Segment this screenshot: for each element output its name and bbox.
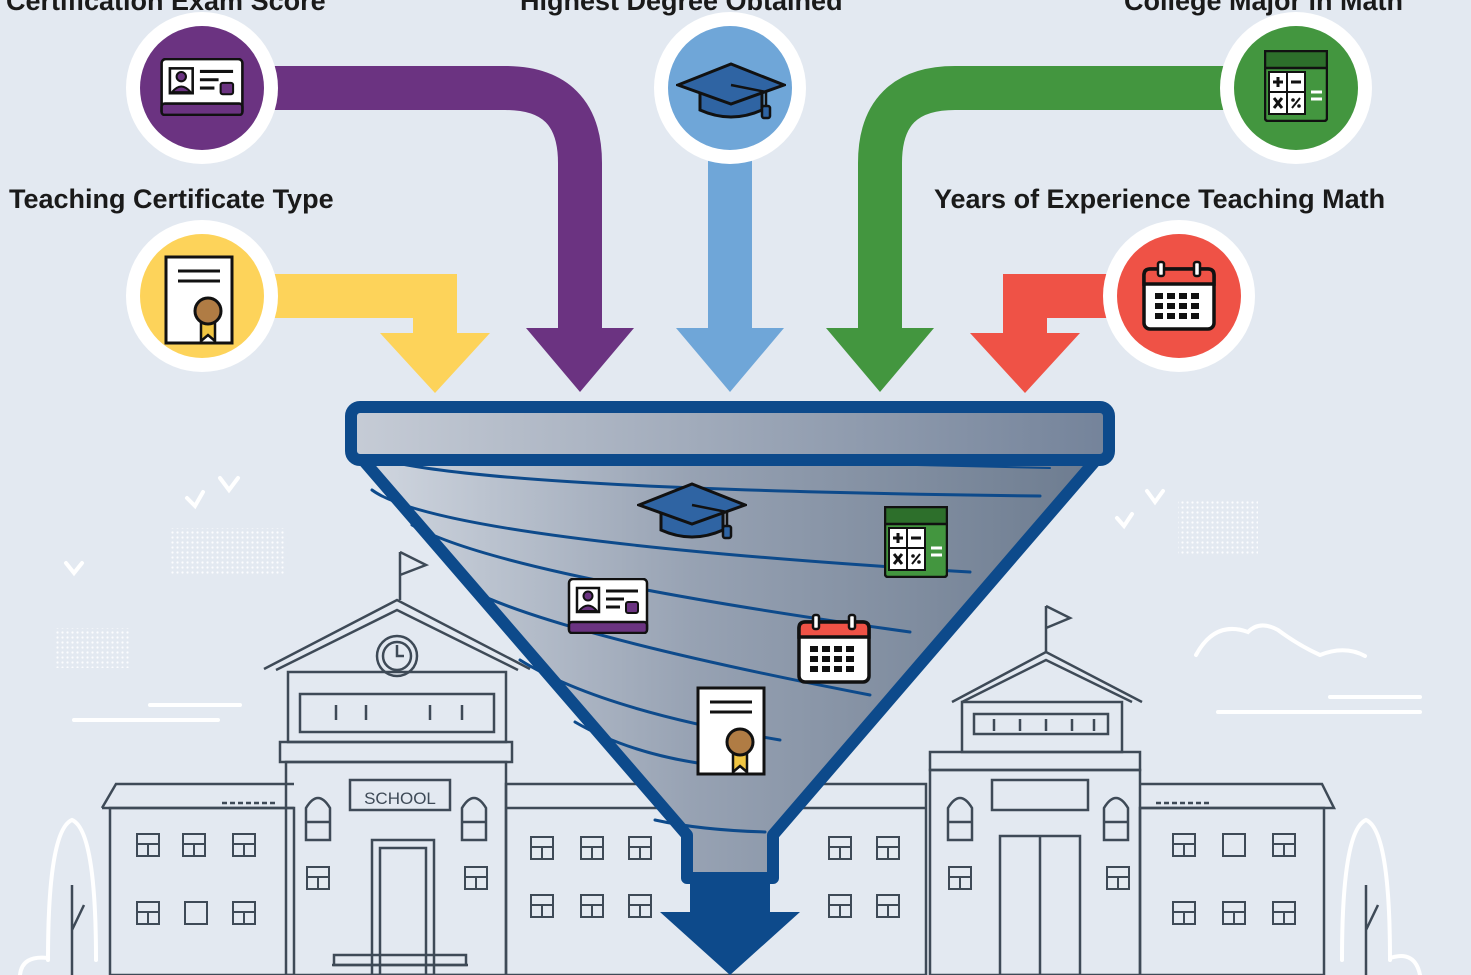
- calendar-icon: [797, 613, 871, 684]
- label-certification-exam-score: Certification Exam Score: [6, 0, 326, 16]
- id-card-icon: [567, 578, 649, 634]
- calculator-icon: [884, 506, 948, 578]
- light-blue-arrow: [676, 150, 784, 392]
- background-decorations: [18, 476, 1422, 975]
- label-years-of-experience: Years of Experience Teaching Math: [934, 184, 1386, 214]
- yellow-arrow: [250, 274, 490, 393]
- calculator-icon: [1264, 50, 1328, 122]
- label-teaching-certificate-type: Teaching Certificate Type: [9, 184, 334, 214]
- label-college-major: College Major in Math: [1124, 0, 1404, 16]
- school-sign: SCHOOL: [364, 789, 436, 808]
- calculator-badge: [1220, 12, 1372, 164]
- school-sign-box: [348, 778, 452, 812]
- certificate-icon: [696, 686, 766, 776]
- calendar-icon: [1142, 260, 1216, 331]
- id-card-icon: [160, 58, 244, 116]
- school-building: [100, 550, 1337, 975]
- graduation-cap-badge: [654, 12, 806, 164]
- green-arrow: [826, 66, 1240, 392]
- purple-arrow: [250, 66, 634, 392]
- certificate-badge: [126, 220, 278, 372]
- calendar-badge: [1103, 220, 1255, 372]
- id-card-badge: [126, 12, 278, 164]
- certificate-icon: [164, 255, 234, 345]
- label-highest-degree: Highest Degree Obtained: [520, 0, 843, 16]
